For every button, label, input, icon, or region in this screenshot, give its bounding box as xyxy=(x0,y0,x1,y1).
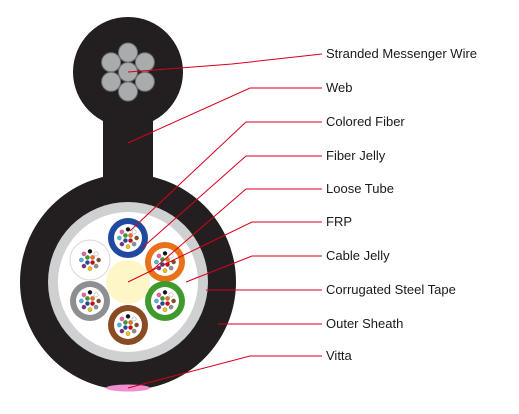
colored-fiber xyxy=(128,233,133,238)
colored-fiber xyxy=(117,235,122,241)
colored-fiber xyxy=(119,328,125,334)
colored-fiber xyxy=(87,307,93,312)
leader-line xyxy=(149,188,322,273)
colored-fiber xyxy=(162,268,168,273)
colored-fiber xyxy=(168,292,174,298)
colored-fiber xyxy=(119,241,125,247)
colored-fiber xyxy=(96,257,101,263)
colored-fiber xyxy=(81,292,87,298)
colored-fiber xyxy=(123,320,128,325)
leader-line xyxy=(127,53,323,73)
label-colored-fiber: Colored Fiber xyxy=(326,114,405,129)
colored-fiber xyxy=(81,251,87,257)
colored-fiber xyxy=(87,249,93,254)
colored-fiber xyxy=(128,238,133,243)
wire-strand xyxy=(101,71,122,92)
colored-fiber xyxy=(85,255,90,260)
colored-fiber xyxy=(171,298,176,304)
label-vitta: Vitta xyxy=(326,348,352,363)
colored-fiber xyxy=(162,307,168,312)
colored-fiber xyxy=(117,322,122,328)
wire-strand xyxy=(118,42,138,63)
colored-fiber xyxy=(90,301,95,306)
colored-fiber xyxy=(162,290,168,295)
wire-strand xyxy=(118,81,138,102)
colored-fiber xyxy=(79,257,84,263)
label-outer-sheath: Outer Sheath xyxy=(326,316,404,331)
colored-fiber xyxy=(93,292,99,298)
colored-fiber xyxy=(96,298,101,304)
colored-fiber xyxy=(131,241,137,247)
colored-fiber xyxy=(90,255,95,260)
leader-lines xyxy=(127,53,323,389)
leader-line xyxy=(185,255,322,283)
label-fiber-jelly: Fiber Jelly xyxy=(326,148,386,163)
colored-fiber xyxy=(123,238,128,243)
vitta-stripe xyxy=(106,384,150,392)
colored-fiber xyxy=(90,296,95,301)
colored-fiber xyxy=(81,304,87,310)
colored-fiber xyxy=(93,251,99,257)
leader-line xyxy=(127,355,322,389)
colored-fiber xyxy=(87,266,93,271)
colored-fiber xyxy=(119,316,125,322)
colored-fiber xyxy=(154,259,159,265)
colored-fiber xyxy=(168,304,174,310)
colored-fiber xyxy=(79,298,84,304)
colored-fiber xyxy=(90,260,95,265)
leader-line xyxy=(129,121,322,232)
colored-fiber xyxy=(156,253,162,259)
colored-fiber xyxy=(93,304,99,310)
colored-fiber xyxy=(128,325,133,330)
wire-strand xyxy=(134,52,155,73)
wire-strand xyxy=(101,52,122,73)
label-frp: FRP xyxy=(326,214,352,229)
colored-fiber xyxy=(154,298,159,304)
colored-fiber xyxy=(128,320,133,325)
colored-fiber xyxy=(168,265,174,271)
leader-line xyxy=(127,221,322,283)
colored-fiber xyxy=(119,229,125,235)
colored-fiber xyxy=(125,227,131,232)
label-corrugated-steel-tape: Corrugated Steel Tape xyxy=(326,282,456,297)
colored-fiber xyxy=(123,325,128,330)
colored-fiber xyxy=(134,235,139,241)
colored-fiber xyxy=(160,301,165,306)
colored-fiber xyxy=(162,251,168,256)
colored-fiber xyxy=(156,304,162,310)
leader-line xyxy=(141,155,322,249)
colored-fiber xyxy=(165,296,170,301)
colored-fiber xyxy=(131,316,137,322)
colored-fiber xyxy=(81,263,87,269)
loose-tubes xyxy=(69,218,185,345)
stranded-messenger-wire xyxy=(101,42,155,102)
colored-fiber xyxy=(85,260,90,265)
colored-fiber xyxy=(93,263,99,269)
colored-fiber xyxy=(165,301,170,306)
colored-fiber xyxy=(156,292,162,298)
colored-fiber xyxy=(125,244,131,249)
colored-fiber xyxy=(160,296,165,301)
colored-fiber xyxy=(85,301,90,306)
colored-fiber xyxy=(134,322,139,328)
colored-fiber xyxy=(85,296,90,301)
label-cable-jelly: Cable Jelly xyxy=(326,248,390,263)
label-web: Web xyxy=(326,80,353,95)
colored-fiber xyxy=(131,229,137,235)
colored-fiber xyxy=(125,331,131,336)
wire-strand xyxy=(134,71,155,92)
colored-fiber xyxy=(123,233,128,238)
label-loose-tube: Loose Tube xyxy=(326,181,394,196)
colored-fiber xyxy=(87,290,93,295)
label-stranded-messenger-wire: Stranded Messenger Wire xyxy=(326,46,478,61)
leader-line xyxy=(127,87,322,144)
colored-fiber xyxy=(125,314,131,319)
colored-fiber xyxy=(131,328,137,334)
